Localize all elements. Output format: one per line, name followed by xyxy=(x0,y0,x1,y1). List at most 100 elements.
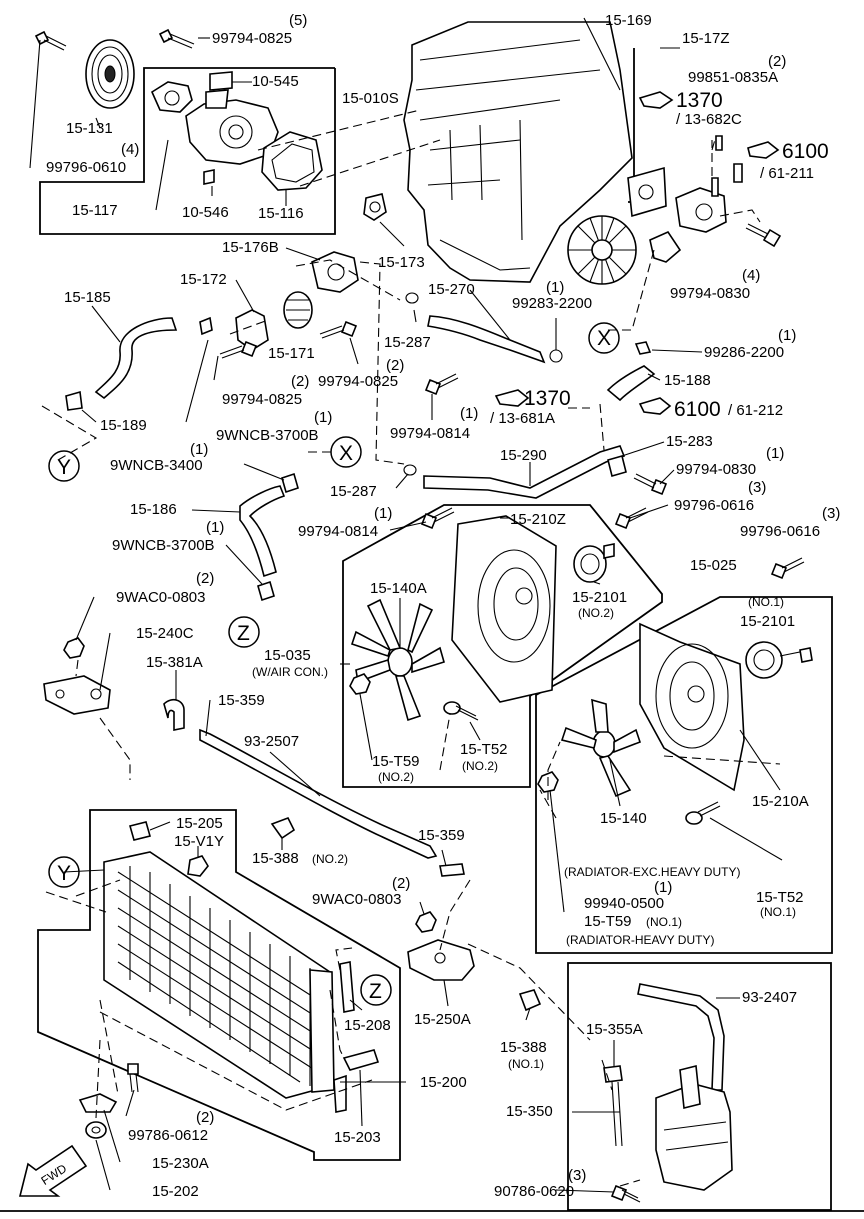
label-99851-qty: (2) xyxy=(768,53,786,70)
label-y-b: Y xyxy=(57,862,71,885)
label-15-290: 15-290 xyxy=(500,447,547,464)
label-9wncb-3400: 9WNCB-3400 xyxy=(110,457,203,474)
label-15-188: 15-188 xyxy=(664,372,711,389)
label-15-203: 15-203 xyxy=(334,1129,381,1146)
label-z-b: Z xyxy=(369,980,382,1003)
bolt-90786-0620 xyxy=(610,1184,641,1203)
label-15-287-a: 15-287 xyxy=(384,334,431,351)
label-15-116: 15-116 xyxy=(258,205,304,222)
label-15-185: 15-185 xyxy=(64,289,111,306)
nut-9wac0-0803-b xyxy=(415,911,437,933)
radiator-box xyxy=(37,809,401,1161)
label-15-t59-b: 15-T59 xyxy=(584,913,632,930)
hose-15-186 xyxy=(239,485,286,578)
label-9wncb-3400-qty: (1) xyxy=(190,441,208,458)
label-99794-0830-b-qty: (1) xyxy=(766,445,784,462)
label-90786: 90786-0620 xyxy=(494,1183,574,1200)
label-99794-0830-b: 99794-0830 xyxy=(676,461,756,478)
label-x-b: X xyxy=(339,442,353,465)
bracket-15-283 xyxy=(607,455,627,477)
label-15-388-a: 15-388 xyxy=(252,850,299,867)
grommet-15-202 xyxy=(85,1121,107,1139)
label-15-287-b: 15-287 xyxy=(330,483,377,500)
label-99794-0814-b-qty: (1) xyxy=(374,505,392,522)
bracket-15-240c xyxy=(43,675,111,715)
label-15-359-a: 15-359 xyxy=(218,692,265,709)
nut-9wac0-0803-a xyxy=(63,637,85,659)
oring-15-287-b xyxy=(403,464,417,476)
marker-circles xyxy=(48,322,620,1006)
label-99794-0825-top: 99794-0825 xyxy=(212,30,292,47)
bushing-15-v1y xyxy=(187,855,209,877)
label-61-212: / 61-212 xyxy=(728,402,783,419)
label-9wncb-3700b-a-qty: (1) xyxy=(314,409,332,426)
label-no2-c: (NO.2) xyxy=(462,759,498,773)
label-15-169: 15-169 xyxy=(605,12,652,29)
label-13-682c: / 13-682C xyxy=(676,111,742,128)
bolt-99794-0825-top xyxy=(158,28,195,49)
label-9wac0-0803-a: 9WAC0-0803 xyxy=(116,589,206,606)
label-15-189: 15-189 xyxy=(100,417,147,434)
label-93-2407: 93-2407 xyxy=(742,989,797,1006)
label-15-205: 15-205 xyxy=(176,815,223,832)
hose-15-188 xyxy=(606,365,656,402)
label-99794-0814-a: 99794-0814 xyxy=(390,425,470,442)
label-99940-qty: (1) xyxy=(654,879,672,896)
thermostat-15-171 xyxy=(283,291,313,329)
label-15-208: 15-208 xyxy=(344,1017,391,1034)
label-99283-qty: (1) xyxy=(546,279,564,296)
label-99794-0830-a: 99794-0830 xyxy=(670,285,750,302)
label-9wac0-0803-a-qty: (2) xyxy=(196,570,214,587)
fan-shroud-no1-box xyxy=(535,596,833,954)
label-layer: (5) 99794-0825 15-169 15-17Z (2) 99851-0… xyxy=(39,12,841,1200)
label-90786-qty: (3) xyxy=(568,1167,586,1184)
label-9wncb-3700b-a: 9WNCB-3700B xyxy=(216,427,319,444)
label-9wncb-3700b-b-qty: (1) xyxy=(206,519,224,536)
label-15-131: 15-131 xyxy=(66,120,113,137)
radiator-15-200 xyxy=(103,851,335,1099)
bracket-15-250a xyxy=(407,939,475,981)
label-rad-hd: (RADIATOR-HEAVY DUTY) xyxy=(566,933,714,947)
label-15-176b: 15-176B xyxy=(222,239,279,256)
thermostat-housing-15-17z xyxy=(649,177,727,263)
tank-15-350 xyxy=(655,1065,733,1191)
cover-15-172 xyxy=(199,309,269,351)
label-10-545: 10-545 xyxy=(252,73,299,90)
label-x-a: X xyxy=(597,327,611,350)
label-99794-0814-b: 99794-0814 xyxy=(298,523,378,540)
label-61-211: / 61-211 xyxy=(760,165,814,182)
label-15-173: 15-173 xyxy=(378,254,425,271)
water-pump-15-010s xyxy=(150,71,279,185)
label-15-171: 15-171 xyxy=(268,345,315,362)
fwd-arrow xyxy=(18,1144,88,1197)
engine-block xyxy=(403,21,667,285)
label-no2-b: (NO.2) xyxy=(378,770,414,784)
sensor-99851 xyxy=(715,135,743,183)
bolt-99796-0610 xyxy=(34,30,67,51)
label-99851: 99851-0835A xyxy=(688,69,778,86)
drain-plug-15-203 xyxy=(333,1049,380,1113)
water-pump-box xyxy=(39,67,336,235)
label-9wac0-0803-b: 9WAC0-0803 xyxy=(312,891,402,908)
oring-15-287-a xyxy=(405,292,419,304)
label-99796-0616-b-qty: (3) xyxy=(822,505,840,522)
bolt-99794-0830-b xyxy=(633,473,668,496)
label-15-035: 15-035 xyxy=(264,647,311,664)
label-15-t59-a: 15-T59 xyxy=(372,753,420,770)
arrow-6100-b xyxy=(638,397,672,415)
drain-15-208 xyxy=(339,961,355,1013)
pipe-15-270 xyxy=(427,315,563,364)
label-99796-0616-b: 99796-0616 xyxy=(740,523,820,540)
nut-15-t59-no2 xyxy=(349,673,371,695)
hose-15-381a xyxy=(163,698,185,731)
label-99286-qty: (1) xyxy=(778,327,796,344)
outlet-15-176b xyxy=(311,251,359,293)
label-15-t52-b: 15-T52 xyxy=(756,889,804,906)
motor-15-2101-no1 xyxy=(745,641,813,679)
clamp-9wncb-3400 xyxy=(281,472,299,494)
label-99796-0616-a-qty: (3) xyxy=(748,479,766,496)
bolt-99794-0814-b xyxy=(420,507,455,530)
label-99796-0616-a: 99796-0616 xyxy=(674,497,754,514)
label-15-240c: 15-240C xyxy=(136,625,194,642)
